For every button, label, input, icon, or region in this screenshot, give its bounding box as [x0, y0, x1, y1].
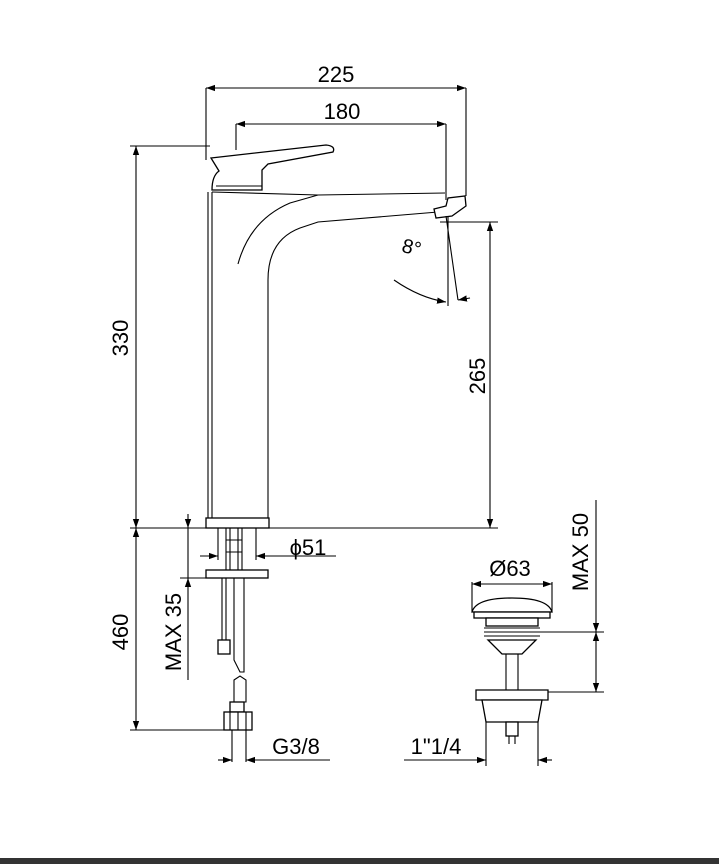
- hose-nut-facets: [229, 712, 247, 730]
- dim-180-label: 180: [324, 99, 361, 124]
- dim-51-extension: [217, 528, 257, 560]
- hose-left: [221, 578, 227, 640]
- waste-stem: [505, 654, 519, 690]
- spout-lower-edge: [267, 211, 439, 518]
- dim-angle-lines: [445, 215, 459, 306]
- waste-outlet: [505, 721, 519, 737]
- hose-nut-top: [229, 701, 245, 713]
- dim-angle-arc: [393, 279, 447, 304]
- waste-cone: [486, 639, 538, 655]
- hose-right-top: [233, 578, 245, 673]
- spout-aerator: [433, 195, 467, 219]
- dim-max50-extension: [540, 631, 604, 693]
- dim-g38-label: G3/8: [272, 734, 320, 759]
- waste-lock-nut: [475, 689, 549, 701]
- waste-cap: [471, 597, 553, 613]
- fixing-plate: [205, 569, 269, 579]
- bottom-border: [0, 858, 719, 864]
- dim-63-label: Ø63: [489, 556, 531, 581]
- waste-ring: [485, 617, 539, 627]
- waste-flange: [473, 611, 551, 619]
- dimension-lines: [130, 84, 604, 766]
- lever-handle: [209, 144, 335, 191]
- dim-114-label: 1"1/4: [411, 734, 462, 759]
- dim-460-label: 460: [108, 614, 133, 651]
- waste-outlet-pin: [508, 736, 516, 744]
- waste-body: [481, 699, 543, 723]
- spout-top-line: [211, 191, 319, 196]
- dim-225-extension: [205, 88, 467, 196]
- base-flange: [205, 517, 270, 529]
- dim-g38-extension: [231, 730, 247, 762]
- spout-upper-curve: [237, 192, 446, 265]
- dim-265-extension: [268, 221, 498, 529]
- rod-threads: [226, 539, 242, 553]
- dim-330-label: 330: [108, 320, 133, 357]
- hose-left-end: [217, 639, 231, 655]
- dimension-labels: 225 180 330 265 8° 460 MAX 35 ϕ51 G3/8 Ø…: [108, 62, 593, 759]
- dim-angle-label: 8°: [400, 235, 424, 261]
- dim-180-extension: [235, 124, 447, 200]
- dim-max35-label: MAX 35: [161, 593, 186, 671]
- dim-460-extension: [130, 527, 224, 731]
- threaded-rods: [225, 528, 243, 570]
- dim-max50-label: MAX 50: [568, 513, 593, 591]
- faucet-body: [205, 144, 467, 529]
- dim-265-label: 265: [465, 358, 490, 395]
- under-deck-hardware: [205, 528, 269, 731]
- dim-225-label: 225: [318, 62, 355, 87]
- waste-thread-lines: [484, 627, 540, 637]
- hose-right-bottom: [233, 675, 247, 703]
- dim-51-label: ϕ51: [290, 535, 327, 560]
- dim-330-extension: [130, 145, 210, 529]
- dim-angle-arrow: [457, 295, 471, 302]
- waste-assembly: [471, 597, 553, 744]
